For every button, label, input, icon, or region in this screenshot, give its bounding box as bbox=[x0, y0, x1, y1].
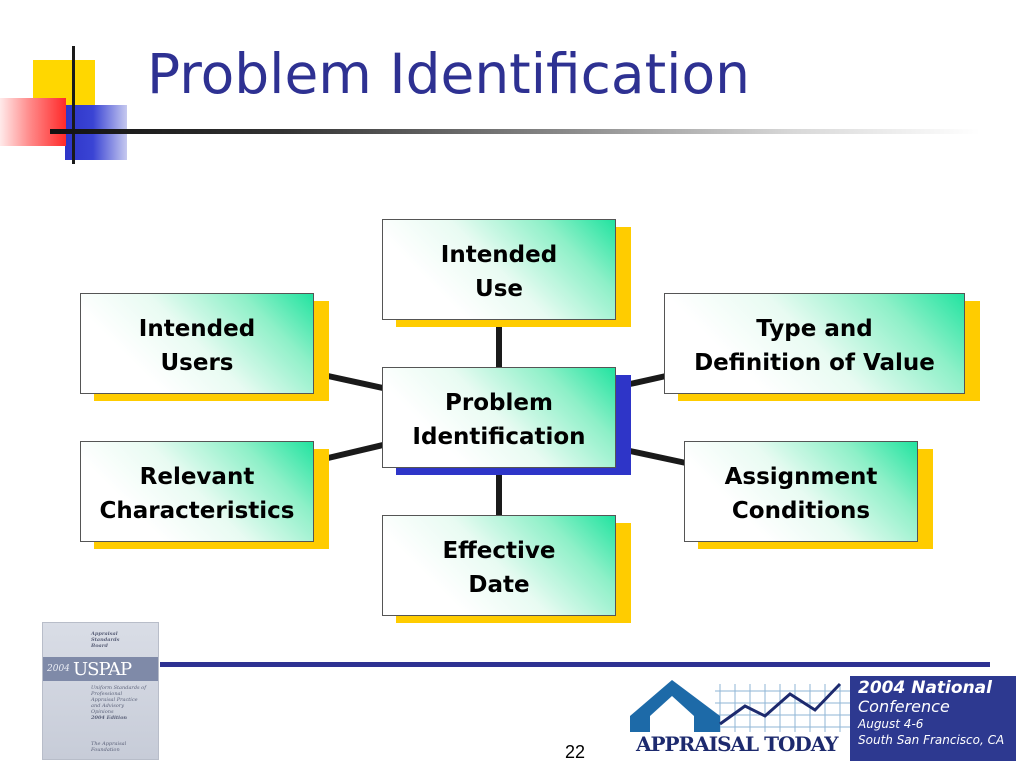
node-problem-identification-label: Problem Identification bbox=[412, 390, 586, 450]
uspap-cover-edition: 2004 Edition bbox=[91, 715, 128, 721]
node-type-and-definition-of-value: Type and Definition of Value bbox=[664, 293, 965, 394]
node-intended-use: Intended Use bbox=[382, 219, 616, 320]
node-relevant-characteristics-label: Relevant Characteristics bbox=[99, 464, 295, 524]
header-rule bbox=[50, 129, 980, 134]
node-assignment-conditions: Assignment Conditions bbox=[684, 441, 918, 542]
footer-rule bbox=[160, 662, 990, 667]
banner-event-line-2: Conference bbox=[858, 697, 950, 716]
connector-lower-right bbox=[629, 448, 687, 466]
banner-chart-graphic bbox=[630, 676, 850, 761]
node-intended-users: Intended Users bbox=[80, 293, 314, 394]
uspap-cover-year: 2004 bbox=[47, 664, 70, 674]
corner-red-square bbox=[0, 98, 66, 146]
node-effective-date: Effective Date bbox=[382, 515, 616, 616]
uspap-cover-publisher: The Appraisal Foundation bbox=[91, 741, 127, 753]
slide-title: Problem Identification bbox=[147, 42, 750, 106]
banner-brand-text: APPRAISAL TODAY bbox=[636, 732, 839, 756]
node-assignment-conditions-label: Assignment Conditions bbox=[724, 464, 878, 524]
node-problem-identification: Problem Identification bbox=[382, 367, 616, 468]
page-number: 22 bbox=[565, 742, 586, 762]
banner-dates: August 4-6 bbox=[858, 717, 924, 731]
appraisal-today-banner: APPRAISAL TODAY 2004 National Conference… bbox=[630, 676, 1016, 761]
uspap-cover-band bbox=[43, 657, 158, 681]
node-relevant-characteristics: Relevant Characteristics bbox=[80, 441, 314, 542]
node-type-value-label: Type and Definition of Value bbox=[694, 316, 935, 376]
connector-upper-right bbox=[629, 373, 667, 387]
header-vertical-line bbox=[72, 46, 75, 164]
uspap-book-cover: Appraisal Standards Board 2004 USPAP Uni… bbox=[42, 622, 159, 760]
banner-location: South San Francisco, CA bbox=[858, 733, 1005, 747]
connector-upper-left bbox=[327, 373, 384, 391]
node-effective-date-label: Effective Date bbox=[442, 538, 556, 598]
node-intended-users-label: Intended Users bbox=[138, 316, 256, 376]
node-intended-use-label: Intended Use bbox=[440, 242, 558, 302]
banner-info-panel bbox=[850, 676, 1016, 761]
uspap-cover-header: Appraisal Standards Board bbox=[91, 631, 120, 649]
connector-lower-left bbox=[327, 442, 384, 461]
uspap-cover-name: USPAP bbox=[73, 659, 132, 680]
banner-event-line-1: 2004 National bbox=[858, 678, 992, 698]
uspap-cover-subtitle: Uniform Standards of Professional Apprai… bbox=[91, 685, 147, 715]
